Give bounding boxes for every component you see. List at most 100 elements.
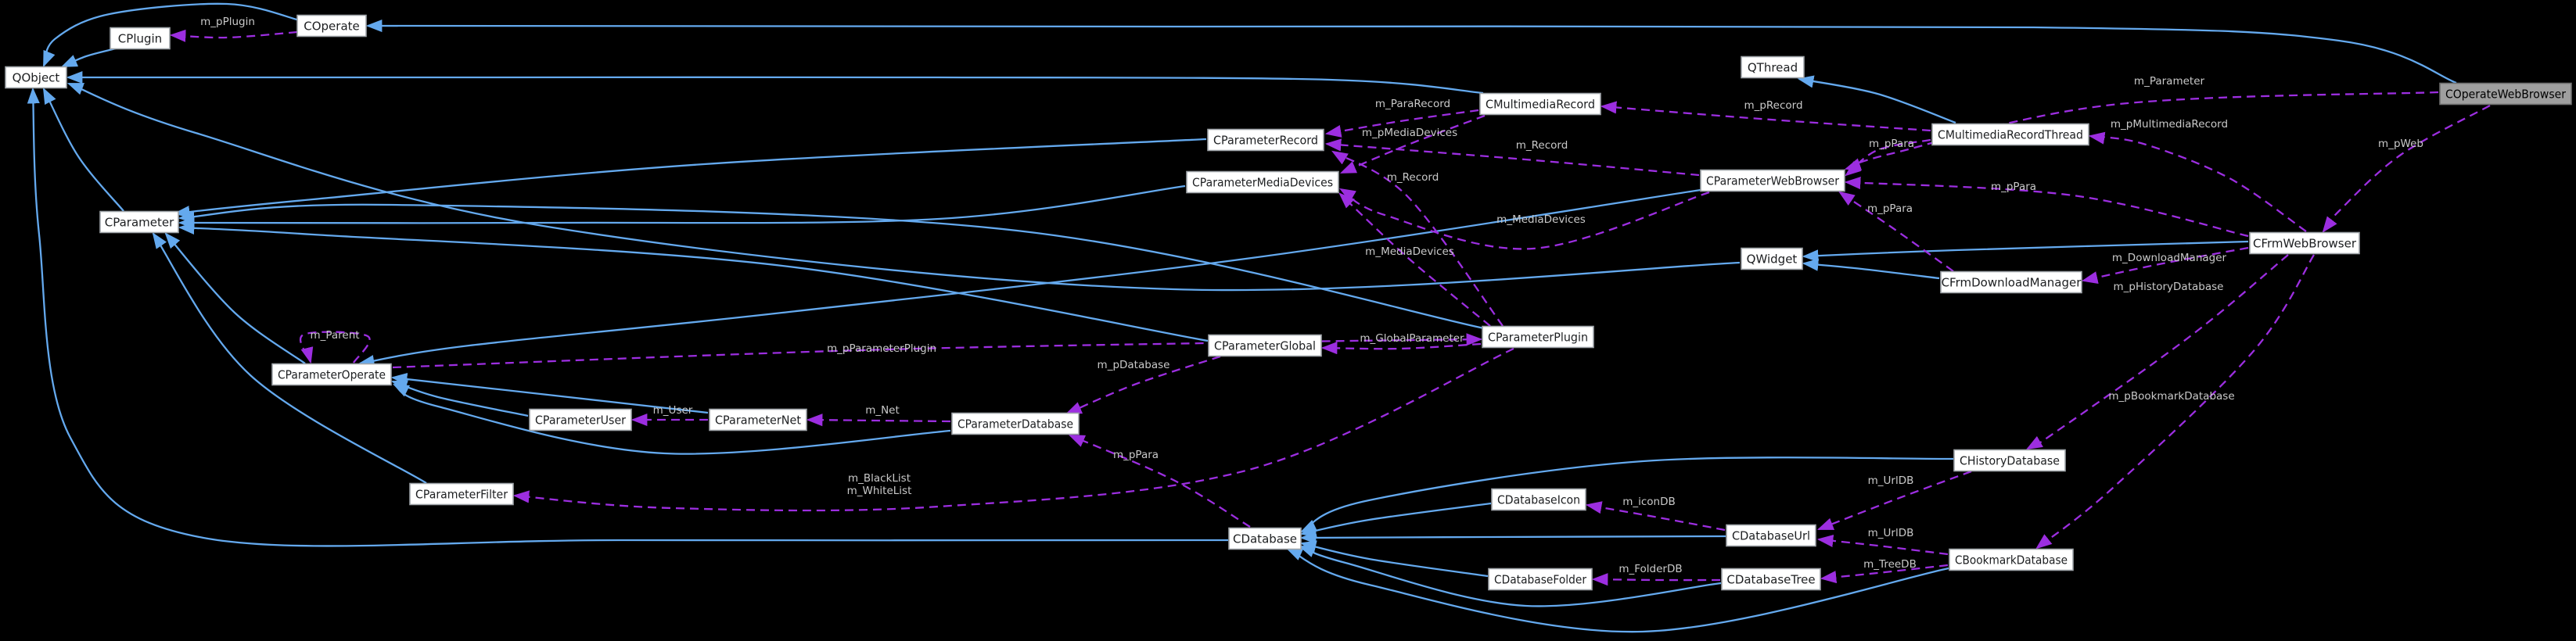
node-label-CParameterNet: CParameterNet [715,413,801,427]
node-box-CDatabaseTree [1721,568,1821,591]
node-box-CParameterRecord [1207,128,1324,152]
node-box-QThread [1741,56,1805,79]
node-box-CPlugin [110,27,171,50]
node-CParameter[interactable]: CParameter [99,210,179,234]
node-QThread[interactable]: QThread [1741,56,1805,79]
edge-CParameterWebBrowser-CParameterOperate [357,188,1701,367]
node-CParameterNet[interactable]: CParameterNet [709,408,807,432]
node-label-CParameterFilter: CParameterFilter [415,487,508,501]
edge-CFrmWebBrowser-CMultimediaRecordThread [2088,131,2307,232]
node-CDatabaseIcon[interactable]: CDatabaseIcon [1491,488,1586,511]
node-CParameterGlobal[interactable]: CParameterGlobal [1208,334,1322,357]
node-box-CParameterNet [709,408,807,432]
node-CParameterDatabase[interactable]: CParameterDatabase [951,412,1080,435]
edge-label-m_Record: m_Record [1516,139,1568,152]
node-label-CFrmWebBrowser: CFrmWebBrowser [2253,236,2357,250]
node-CFrmWebBrowser[interactable]: CFrmWebBrowser [2249,231,2360,255]
node-box-CMultimediaRecord [1479,92,1601,116]
edge-label-m_pPara: m_pPara [1867,202,1913,215]
edge-CBookmarkDatabase-CDatabaseTree [1820,564,1949,584]
node-COperate[interactable]: COperate [296,14,367,38]
edge-label-m_pRecord: m_pRecord [1744,99,1802,112]
node-CMultimediaRecordThread[interactable]: CMultimediaRecordThread [1931,123,2089,146]
node-CFrmDownloadManager[interactable]: CFrmDownloadManager [1940,270,2082,294]
edge-CMultimediaRecord-CParameterMediaDevices [1339,114,1486,174]
edge-CParameterRecord-CParameter [173,138,1207,219]
edge-label-m_pPlugin: m_pPlugin [200,16,255,28]
node-label-CParameterUser: CParameterUser [535,413,627,427]
node-CDatabaseUrl[interactable]: CDatabaseUrl [1726,524,1816,547]
node-QObject[interactable]: QObject [5,66,67,89]
edge-label-m_MediaDevices: m_MediaDevices [1365,245,1454,258]
node-CParameterWebBrowser[interactable]: CParameterWebBrowser [1700,169,1845,192]
node-label-CMultimediaRecord: CMultimediaRecord [1486,97,1595,111]
node-box-COperateWebBrowser [2439,82,2572,106]
edge-CParameterPlugin-CParameterRecord [1331,150,1504,327]
edge-CFrmWebBrowser-CBookmarkDatabase [2035,254,2315,550]
node-CParameterUser[interactable]: CParameterUser [529,408,632,432]
edge-label-m_pMultimediaRecord: m_pMultimediaRecord [2111,118,2228,131]
node-CDatabase[interactable]: CDatabase [1228,527,1302,550]
edge-CBookmarkDatabase-CDatabase [1285,547,1949,633]
node-box-CParameterUser [529,408,632,432]
edge-CDatabaseFolder-CDatabase [1299,540,1489,578]
edge-CFrmDownloadManager-CParameterWebBrowser [1838,191,1954,272]
node-CParameterPlugin[interactable]: CParameterPlugin [1482,325,1594,349]
node-box-CParameterFilter [409,482,514,506]
edge-CFrmWebBrowser-QWidget [1802,240,2249,263]
node-label-CParameterDatabase: CParameterDatabase [957,417,1073,431]
edge-label-m_TreeDB: m_TreeDB [1863,558,1917,571]
edge-COperateWebBrowser-CFrmWebBrowser [2322,104,2491,233]
node-CParameterRecord[interactable]: CParameterRecord [1207,128,1324,152]
node-box-CParameterPlugin [1482,325,1594,349]
node-CParameterOperate[interactable]: CParameterOperate [271,363,392,386]
edge-CFrmWebBrowser-CFrmDownloadManager [2081,246,2249,284]
edge-label-m_pPara: m_pPara [1991,181,2036,193]
node-CPlugin[interactable]: CPlugin [110,27,171,50]
node-label-CDatabase: CDatabase [1233,532,1297,546]
node-box-CParameterOperate [271,363,392,386]
node-COperateWebBrowser[interactable]: COperateWebBrowser [2439,82,2572,106]
edge-CParameterPlugin-CParameterMediaDevices [1338,192,1491,327]
edge-CMultimediaRecordThread-CParameterWebBrowser [1845,138,1931,177]
edge-label-m_iconDB: m_iconDB [1622,496,1676,508]
node-CParameterMediaDevices[interactable]: CParameterMediaDevices [1186,170,1339,194]
edge-CBookmarkDatabase-CDatabaseUrl [1816,534,1949,556]
node-label-CDatabaseUrl: CDatabaseUrl [1732,528,1810,543]
edge-label-m_GlobalParameter: m_GlobalParameter [1360,332,1464,345]
edge-CParameterWebBrowser-CParameterRecord [1324,138,1700,177]
edge-CDatabaseTree-CDatabase [1298,545,1722,607]
node-box-CDatabaseUrl [1726,524,1816,547]
edge-label-m_ParaRecord: m_ParaRecord [1375,98,1450,110]
edge-CDatabaseUrl-CDatabaseIcon [1585,501,1726,532]
edge-CDatabaseIcon-CDatabase [1299,502,1492,538]
node-QWidget[interactable]: QWidget [1741,247,1803,270]
node-CDatabaseTree[interactable]: CDatabaseTree [1721,568,1821,591]
node-label-CDatabaseFolder: CDatabaseFolder [1494,572,1587,586]
edge-label-m_DownloadManager: m_DownloadManager [2112,252,2227,264]
node-CDatabaseFolder[interactable]: CDatabaseFolder [1488,568,1593,591]
edge-label-m_pParameterPlugin: m_pParameterPlugin [827,342,936,355]
node-box-CParameter [99,210,179,234]
node-box-CParameterGlobal [1208,334,1322,357]
node-box-CDatabase [1228,527,1302,550]
edge-label-m_Record: m_Record [1387,171,1439,184]
node-box-COperate [296,14,367,38]
edge-CParameterPlugin-CParameter [178,203,1485,330]
edge-CParameterMediaDevices-CParameter [178,184,1186,230]
edge-CParameterGlobal-CParameterDatabase [1065,355,1221,415]
edge-CParameterNet-CParameterOperate [390,373,709,414]
edge-CParameterDatabase-CParameterNet [806,414,951,427]
node-CHistoryDatabase[interactable]: CHistoryDatabase [1953,449,2066,472]
edge-CDatabaseUrl-CDatabase [1299,531,1726,544]
edge-label-m_MediaDevices: m_MediaDevices [1496,213,1586,226]
node-label-QThread: QThread [1748,60,1798,74]
edge-label-m_Parameter: m_Parameter [2134,75,2205,88]
node-CMultimediaRecord[interactable]: CMultimediaRecord [1479,92,1601,116]
node-CBookmarkDatabase[interactable]: CBookmarkDatabase [1949,548,2074,571]
edge-CDatabase-QObject [27,87,1229,547]
node-CParameterFilter[interactable]: CParameterFilter [409,482,514,506]
node-box-CParameterDatabase [951,412,1080,435]
node-box-CFrmWebBrowser [2249,231,2360,255]
